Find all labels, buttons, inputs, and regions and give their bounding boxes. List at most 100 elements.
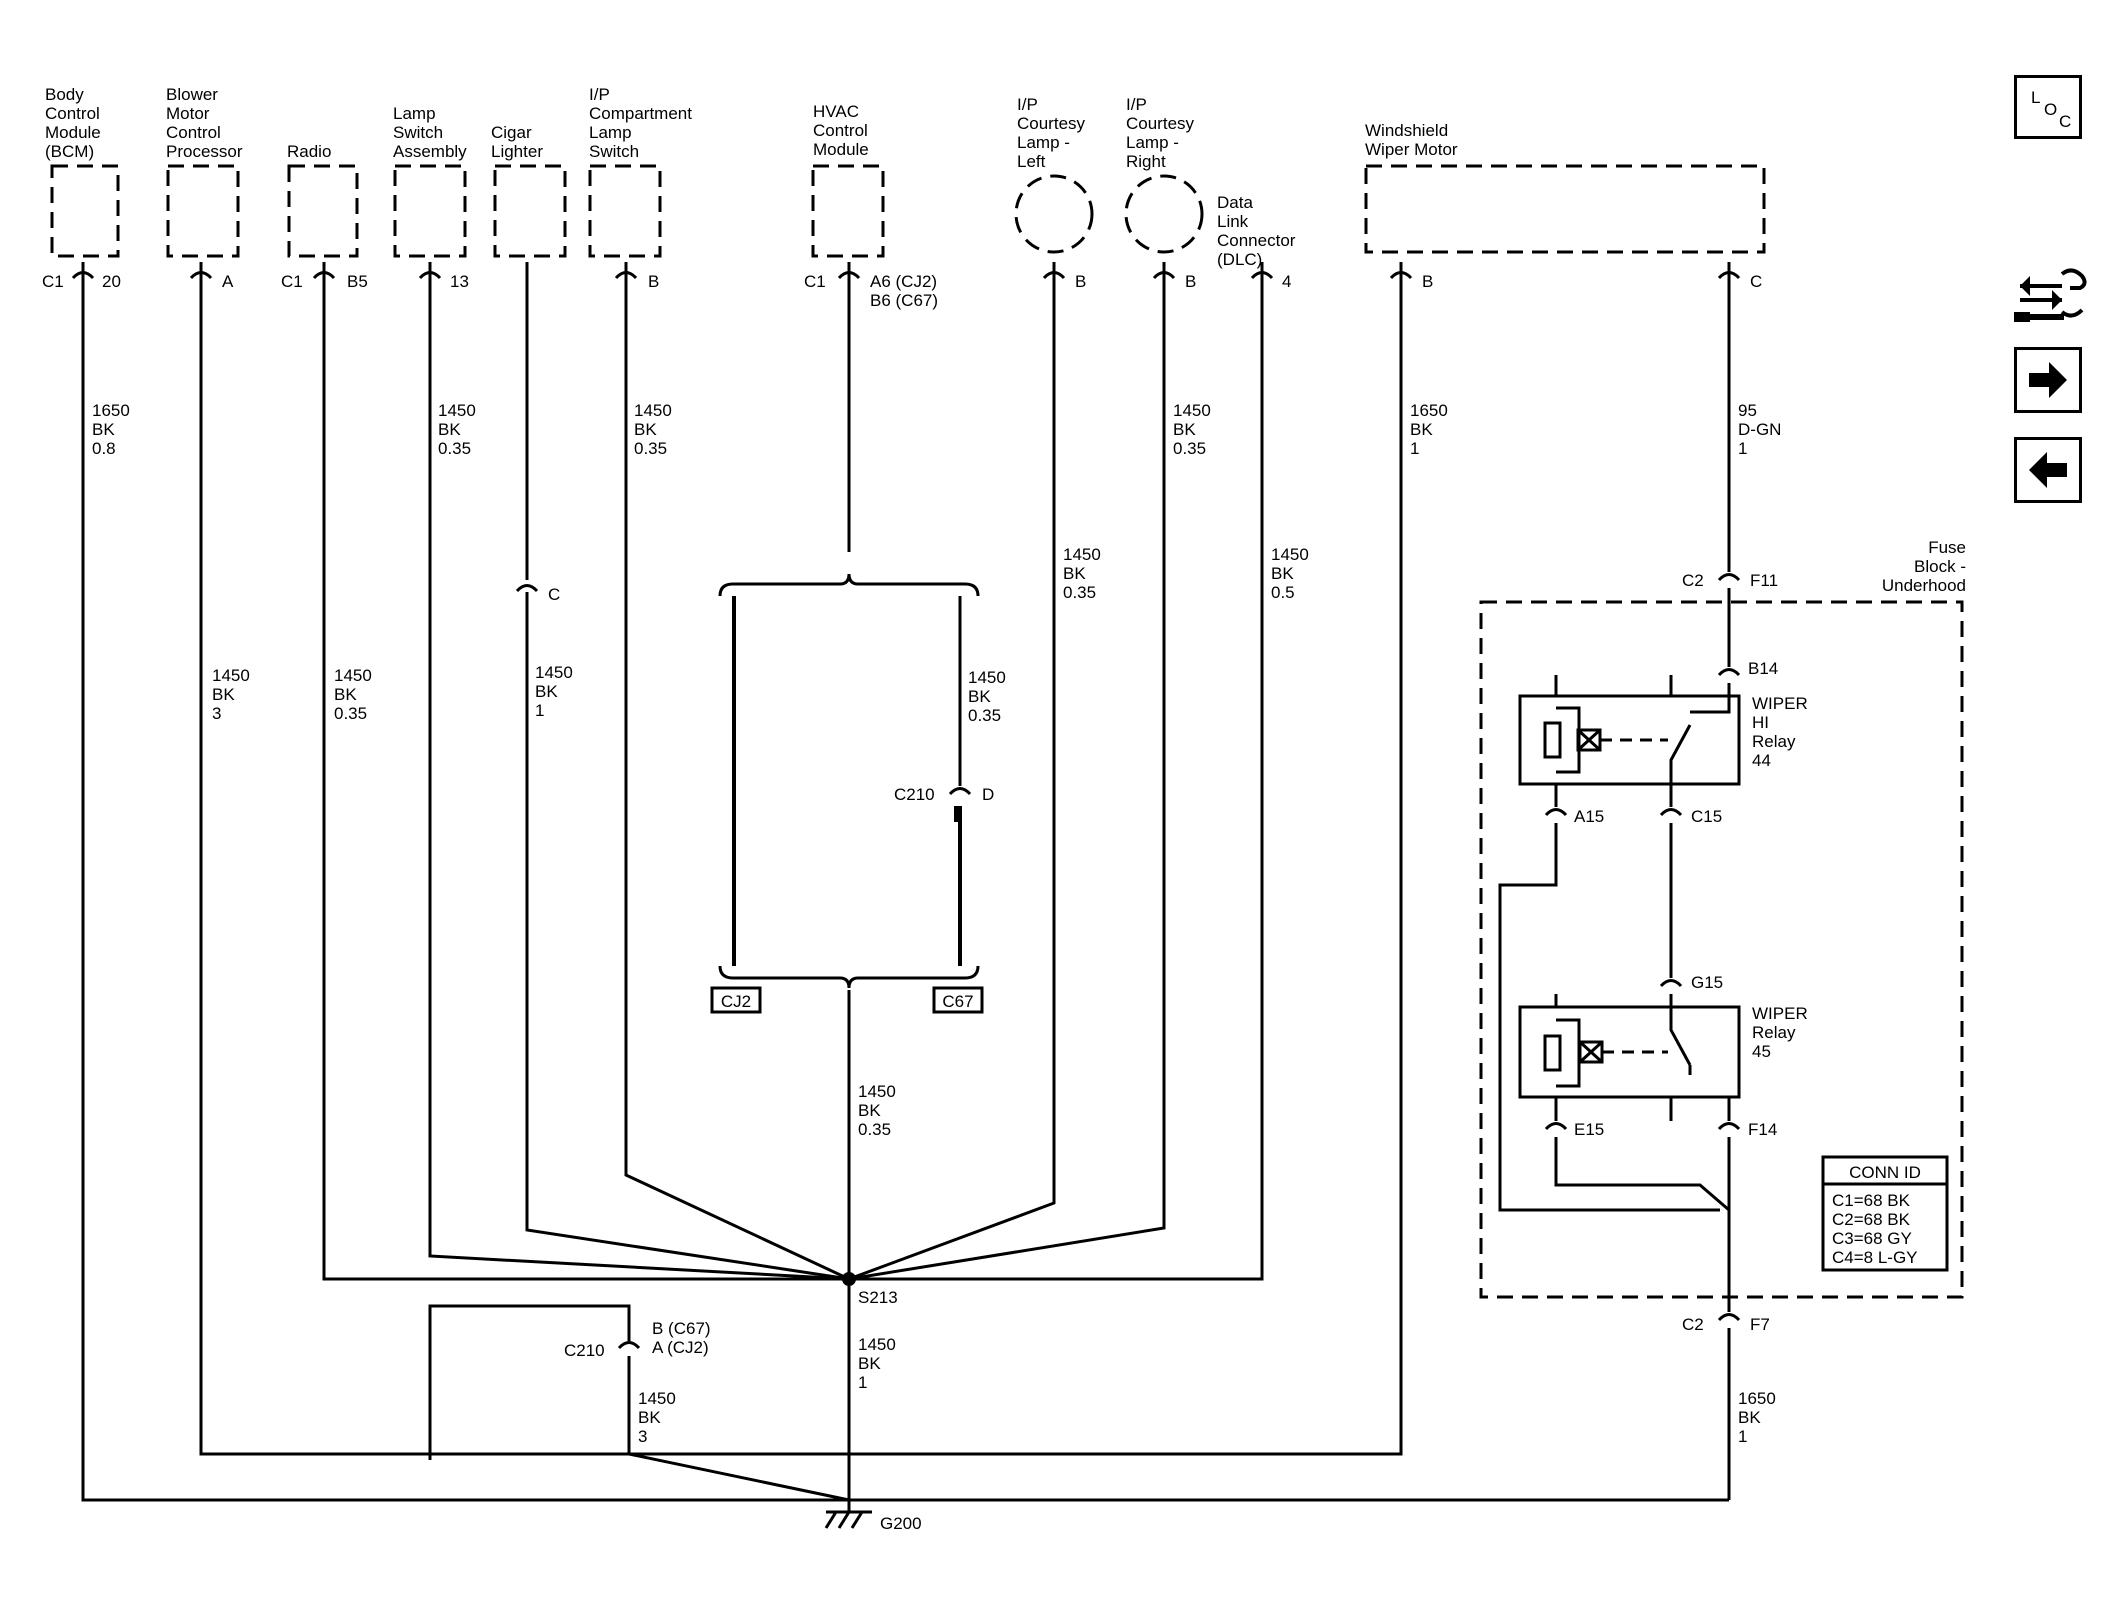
pin-g15: G15 [1691,973,1723,992]
pin-hvac-pin2: B6 (C67) [870,291,938,310]
wire-label-blower-line: 3 [212,704,221,723]
wire-label-cigar-line: BK [535,682,558,701]
pin-radio-conn: C1 [281,272,303,291]
label-fuse-block-line: Underhood [1882,576,1966,595]
wire-label-courtesy-right-line: BK [1173,420,1196,439]
label-bcm-line: (BCM) [45,142,94,161]
wire-label-cigar-line: 1450 [535,663,573,682]
label-courtesy-right-line: Lamp - [1126,133,1179,152]
option-c67-box [932,986,984,1014]
label-radio: Radio [287,142,331,161]
next-page-button[interactable] [2014,347,2082,413]
previous-page-button[interactable] [2014,437,2082,503]
label-blower-line: Motor [166,104,210,123]
label-dlc-line: (DLC) [1217,250,1262,269]
pin-fuse-in-pin: F11 [1750,571,1778,590]
label-hvac-line: HVAC [813,102,859,121]
wire-label-courtesy-right-line: 1450 [1173,401,1211,420]
ground-symbol [824,1510,872,1529]
label-courtesy-right-line: I/P [1126,95,1147,114]
splice-label: S213 [858,1288,898,1307]
wire-label-courtesy-left-line: 0.35 [1063,583,1096,602]
pin-c210-bot-pin1: B (C67) [652,1319,711,1338]
label-ip-comp-switch-line: Switch [589,142,639,161]
label-ip-comp-switch-line: Lamp [589,123,632,142]
pin-fuse-out-pin: F7 [1750,1315,1770,1334]
conn-id-title: CONN ID [1849,1163,1921,1182]
lamp-switch-box [393,164,467,258]
label-cigar-line: Cigar [491,123,532,142]
pin-wiper-motor-1: B [1422,272,1433,291]
wire-bcm [81,262,1729,1502]
label-blower-line: Processor [166,142,243,161]
pin-hvac-pin1: A6 (CJ2) [870,272,937,291]
label-blower-line: Blower [166,85,218,104]
label-ip-comp-switch-line: I/P [589,85,610,104]
cigar-box [493,164,567,258]
conn-id-rows-line: C3=68 GY [1832,1229,1912,1248]
pin-fuse-out-conn: C2 [1682,1315,1704,1334]
tools-icon [2014,268,2087,322]
relay-hi-label-line: Relay [1752,732,1796,751]
wire-wiper-motor-b [849,262,1403,1456]
wiper-motor-box [1364,164,1766,254]
wire-label-ip-comp-line: 0.35 [634,439,667,458]
wire-label-courtesy-left-line: BK [1063,564,1086,583]
wire-blower [199,262,849,1456]
label-courtesy-left-line: Courtesy [1017,114,1086,133]
fuse-block-box [1479,600,1964,1299]
wire-label-s213-down-line: BK [858,1354,881,1373]
label-lamp-switch-line: Switch [393,123,443,142]
pin-a15: A15 [1574,807,1604,826]
wire-label-lamp-switch-line: 1450 [438,401,476,420]
wire-label-s213-down-line: 1450 [858,1335,896,1354]
loc-letter-c: C [2059,112,2072,131]
label-blower-line: Control [166,123,221,142]
wire-label-wiper-motor-b-line: 1 [1410,439,1419,458]
wire-label-hvac-down-line: 0.35 [858,1120,891,1139]
wire-label-fuse-out-line: 1 [1738,1427,1747,1446]
wire-label-dlc-line: 1450 [1271,545,1309,564]
wire-label-bcm-line: 0.8 [92,439,116,458]
courtesy-left-lamp [1014,174,1094,254]
label-bcm-line: Module [45,123,101,142]
label-radio-line: Radio [287,142,331,161]
wire-label-c210-down-line: 1450 [638,1389,676,1408]
wire-label-courtesy-right-line: 0.35 [1173,439,1206,458]
loc-letter-l: L [2031,88,2041,107]
pin-c210-bot-pin2: A (CJ2) [652,1338,709,1357]
component-locator-button[interactable]: L O C [2014,75,2082,139]
wire-label-bcm-line: BK [92,420,115,439]
wire-courtesy-right [848,262,1166,1281]
wire-ip-comp [624,262,850,1281]
wire-label-cigar-line: 1 [535,701,544,720]
pin-hvac-conn: C1 [804,272,826,291]
bcm-box [50,164,120,258]
label-hvac-line: Control [813,121,868,140]
relay-hi-label-line: WIPER [1752,694,1808,713]
label-dlc-line: Link [1217,212,1249,231]
wire-e15 [1554,1137,1730,1212]
pin-wiper-motor-2: C [1750,272,1762,291]
wire-lamp-switch [428,262,850,1281]
label-courtesy-left-line: Lamp - [1017,133,1070,152]
wire-label-wiper-feed-line: D-GN [1738,420,1781,439]
tools-button[interactable] [2010,258,2090,332]
next-page-icon [2029,362,2067,398]
label-lamp-switch-line: Assembly [393,142,467,161]
